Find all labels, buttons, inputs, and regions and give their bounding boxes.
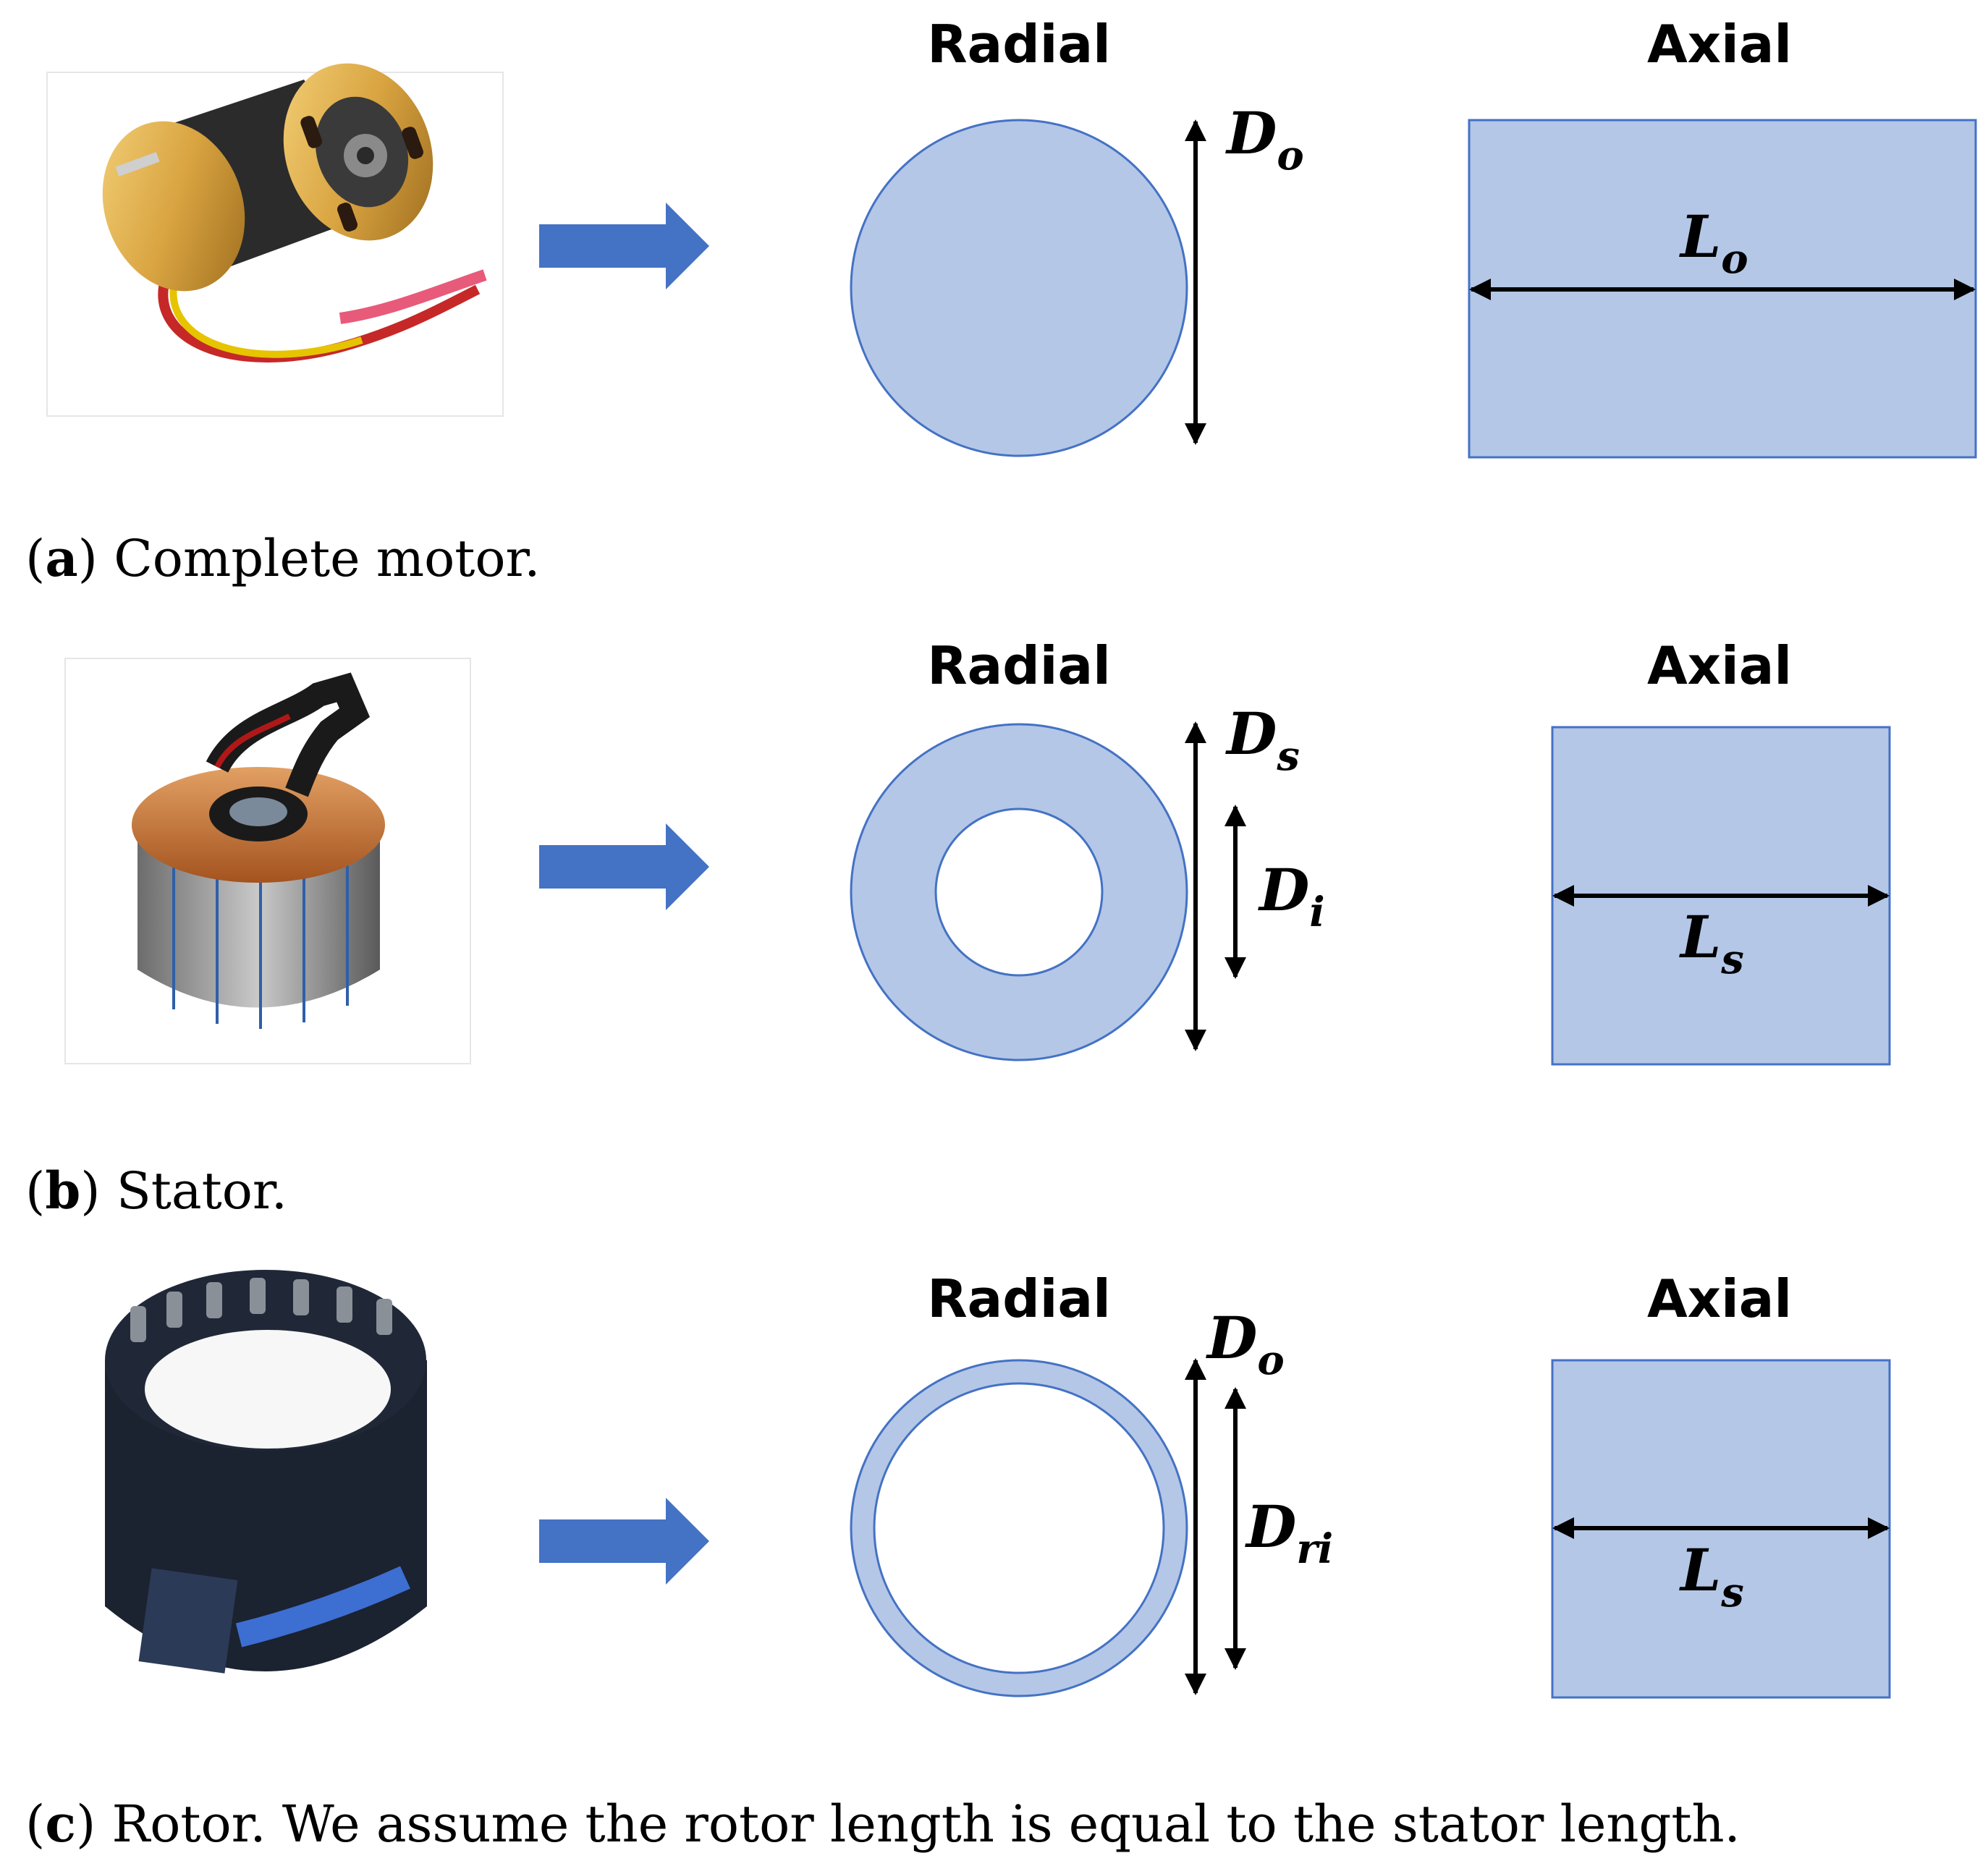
complete-motor-photo bbox=[46, 63, 504, 417]
caption-b: (b) Stator. bbox=[25, 1161, 287, 1221]
caption-a: (a) Complete motor. bbox=[25, 528, 541, 588]
flow-arrow bbox=[539, 823, 709, 910]
panel-b: Radial Axial Ds Di Ls (b) Stator. bbox=[25, 635, 1891, 1221]
length-label: Ls bbox=[1679, 903, 1744, 983]
panel-a: Radial Axial Do Lo (a) Complete motor. bbox=[25, 14, 1977, 588]
radial-heading: Radial bbox=[927, 1268, 1111, 1329]
caption-c: (c) Rotor. We assume the rotor length is… bbox=[25, 1794, 1740, 1854]
outer-diameter-label: Do bbox=[1225, 99, 1304, 179]
panel-c: Radial Axial Do Dri Ls (c) Rotor. We ass… bbox=[25, 1268, 1891, 1854]
radial-heading: Radial bbox=[927, 635, 1111, 696]
radial-heading: Radial bbox=[927, 14, 1111, 75]
flow-arrow bbox=[539, 203, 709, 289]
axial-heading: Axial bbox=[1647, 14, 1792, 75]
axial-heading: Axial bbox=[1647, 1268, 1792, 1329]
stator-inner-diameter-label: Di bbox=[1258, 856, 1325, 936]
rotor-photo bbox=[105, 1270, 427, 1674]
radial-inner-bore bbox=[873, 1382, 1165, 1674]
radial-inner-bore bbox=[934, 807, 1104, 977]
length-label: Ls bbox=[1679, 1536, 1744, 1616]
stator-photo bbox=[64, 658, 471, 1064]
rotor-inner-diameter-label: Dri bbox=[1245, 1493, 1333, 1573]
length-label: Lo bbox=[1679, 203, 1748, 283]
rotor-outer-diameter-label: Do bbox=[1206, 1304, 1285, 1384]
axial-heading: Axial bbox=[1647, 635, 1792, 696]
flow-arrow bbox=[539, 1498, 709, 1585]
stator-outer-diameter-label: Ds bbox=[1225, 700, 1300, 780]
radial-disk bbox=[850, 119, 1188, 457]
